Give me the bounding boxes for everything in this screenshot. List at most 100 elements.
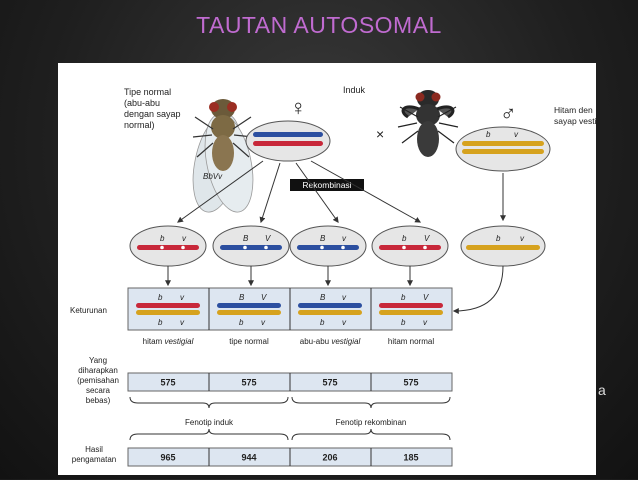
male-chrom-bottom [462, 149, 544, 154]
expected-value: 575 [160, 378, 175, 388]
male-allele-v: v [514, 130, 519, 139]
phenotype-label: abu-abu vestigial [300, 337, 361, 346]
recombinant-group-label: Fenotip rekombinan [336, 418, 407, 427]
recombination-label: Rekombinasi [302, 180, 351, 190]
phenotype-label: hitam normal [388, 337, 434, 346]
normal-desc-line: (abu-abu [124, 98, 160, 108]
phenotype-label: tipe normal [229, 337, 269, 346]
offspring-top-allele-2: v [342, 293, 347, 302]
normal-desc-line: dengan sayap [124, 109, 181, 119]
male-gamete-allele-2: v [520, 234, 525, 243]
male-gamete-arrow [452, 265, 504, 314]
recombinant-brace [291, 396, 451, 409]
gamete-allele-1: B [320, 234, 326, 243]
offspring-chrom-bottom-3 [379, 310, 443, 315]
expected-label-line: Yang [89, 356, 107, 365]
offspring-label: Keturunan [70, 306, 107, 315]
expected-label-line: (pemisahan [77, 376, 119, 385]
observed-value: 965 [160, 453, 175, 463]
offspring-top-allele-2: v [180, 293, 185, 302]
offspring-bottom-allele-1: b [320, 318, 325, 327]
offspring-bottom-allele-2: v [423, 318, 428, 327]
observed-value: 944 [241, 453, 256, 463]
gamete-locus-b-1 [264, 245, 268, 250]
female-genotype-label: BbVv [203, 172, 223, 181]
female-symbol: ♀ [290, 95, 307, 120]
offspring-chrom-bottom-1 [217, 310, 281, 315]
gamete-locus-a-2 [320, 245, 324, 250]
offspring-bottom-allele-2: v [261, 318, 266, 327]
male-desc-line: Hitam den [554, 105, 593, 115]
gamete-chrom-3 [379, 245, 441, 250]
expected-label-line: bebas) [86, 396, 111, 405]
expected-value: 575 [403, 378, 418, 388]
normal-desc-line: Tipe normal [124, 87, 171, 97]
observed-label-line: Hasil [85, 445, 103, 454]
split-arrow-0 [177, 160, 264, 223]
side-letter: a [598, 382, 606, 398]
gamete-locus-b-3 [423, 245, 427, 250]
female-chrom-bottom [253, 141, 323, 146]
parental-group-label: Fenotip induk [185, 418, 234, 427]
observed-value: 206 [322, 453, 337, 463]
gamete-allele-2: V [424, 234, 430, 243]
recombinant-brace-lower [291, 428, 451, 441]
observed-value: 185 [403, 453, 418, 463]
gamete-locus-a-3 [402, 245, 406, 250]
observed-label-line: pengamatan [72, 455, 116, 464]
gamete-allele-1: b [402, 234, 407, 243]
expected-label-line: secara [86, 386, 111, 395]
black-vestigial-fly-icon [397, 90, 459, 157]
offspring-chrom-top-1 [217, 303, 281, 308]
phenotype-italic: vestigial [164, 337, 193, 346]
male-allele-b: b [486, 130, 491, 139]
normal-fly-icon [192, 99, 254, 213]
offspring-top-allele-2: V [423, 293, 429, 302]
gamete-chrom-1 [220, 245, 282, 250]
gamete-allele-2: V [265, 234, 271, 243]
induk-label: Induk [343, 85, 366, 95]
offspring-bottom-allele-1: b [158, 318, 163, 327]
offspring-chrom-bottom-2 [298, 310, 362, 315]
parental-brace [129, 396, 289, 409]
offspring-chrom-top-0 [136, 303, 200, 308]
offspring-bottom-allele-1: b [239, 318, 244, 327]
offspring-top-allele-1: b [401, 293, 406, 302]
offspring-top-allele-2: V [261, 293, 267, 302]
offspring-bottom-allele-1: b [401, 318, 406, 327]
expected-value: 575 [322, 378, 337, 388]
gamete-chrom-0 [137, 245, 199, 250]
slide-title: TAUTAN AUTOSOMAL [196, 12, 442, 38]
male-gamete-allele-1: b [496, 234, 501, 243]
gamete-chrom-2 [297, 245, 359, 250]
gamete-locus-a-1 [243, 245, 247, 250]
cross-symbol: × [376, 126, 384, 142]
offspring-bottom-allele-2: v [180, 318, 185, 327]
offspring-chrom-bottom-0 [136, 310, 200, 315]
split-arrow-2 [295, 162, 339, 223]
gamete-allele-2: v [342, 234, 347, 243]
expected-label-line: diharapkan [78, 366, 118, 375]
gamete-locus-b-2 [341, 245, 345, 250]
parental-brace-lower [129, 428, 289, 441]
gamete-allele-1: B [243, 234, 249, 243]
male-symbol: ♂ [500, 101, 517, 126]
recombination-box [290, 179, 364, 191]
gamete-locus-b-0 [181, 245, 185, 250]
split-arrow-1 [259, 162, 281, 224]
male-chrom-top [462, 141, 544, 146]
gamete-allele-1: b [160, 234, 165, 243]
offspring-top-allele-1: b [158, 293, 163, 302]
normal-desc-line: normal) [124, 120, 155, 130]
offspring-top-allele-1: B [239, 293, 245, 302]
gamete-locus-a-0 [160, 245, 164, 250]
split-arrow-3 [310, 160, 422, 223]
male-desc-line: sayap vesti [554, 116, 596, 126]
phenotype-label: hitam vestigial [143, 337, 194, 346]
offspring-top-allele-1: B [320, 293, 326, 302]
offspring-chrom-top-3 [379, 303, 443, 308]
male-gamete-chrom [466, 245, 540, 250]
expected-value: 575 [241, 378, 256, 388]
